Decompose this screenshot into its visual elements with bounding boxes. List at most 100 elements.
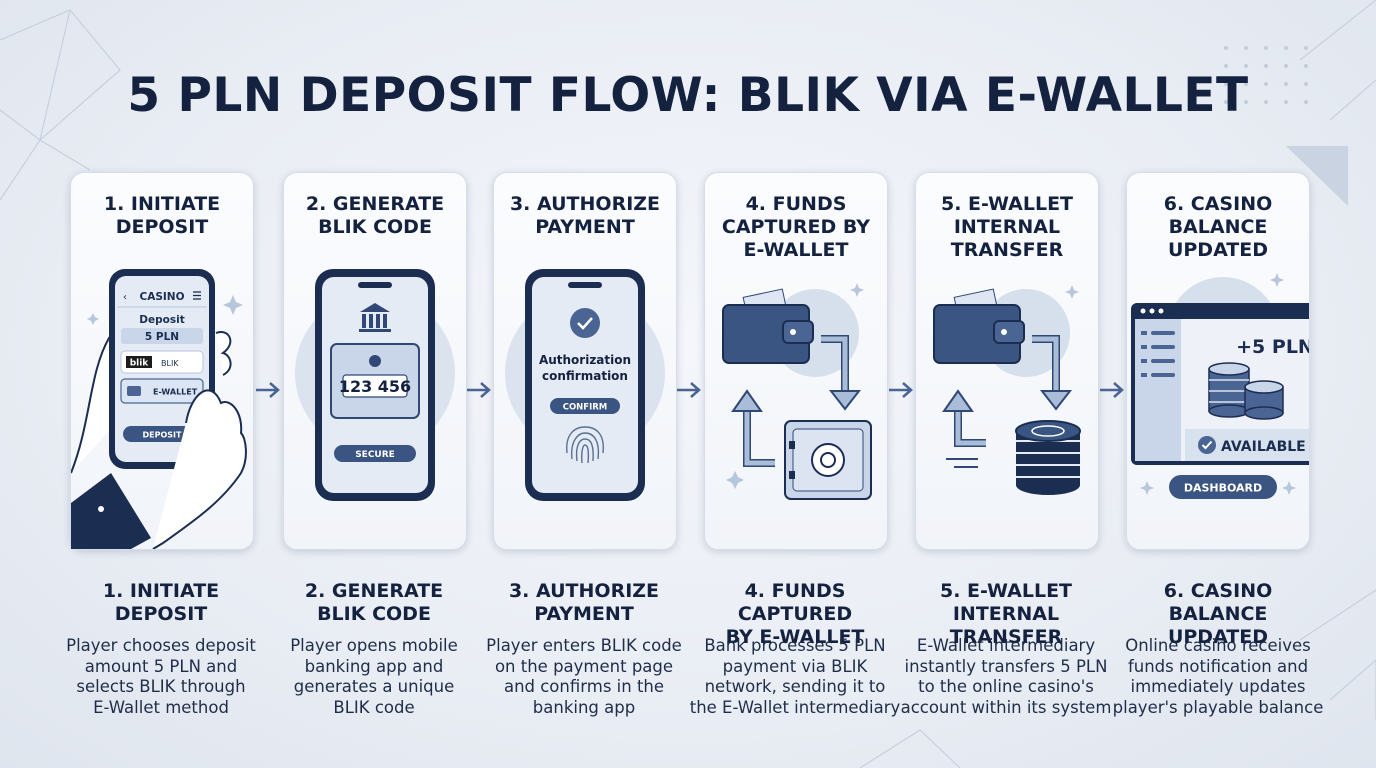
card-title-line: 1. INITIATE bbox=[103, 193, 221, 215]
flow-arrow-icon bbox=[256, 382, 280, 398]
svg-text:‹: ‹ bbox=[123, 292, 127, 303]
step-desc-6: Online casino receives funds notificatio… bbox=[1111, 636, 1325, 718]
card-title-line: 3. AUTHORIZE bbox=[509, 193, 661, 215]
step-title-line: 1. INITIATE DEPOSIT bbox=[102, 580, 220, 625]
deposit-button-label: DEPOSIT bbox=[143, 431, 183, 440]
casino-chips-icon bbox=[1015, 420, 1081, 495]
flow-arrow-icon bbox=[677, 382, 701, 398]
menu-icon[interactable] bbox=[193, 291, 201, 300]
sidebar bbox=[1135, 319, 1181, 461]
step-desc-line: BLIK code bbox=[333, 697, 415, 717]
step-desc-line: Player opens mobile bbox=[290, 636, 458, 655]
step-title-2: 2. GENERATE BLIK CODE bbox=[269, 580, 479, 626]
step-title-line: BY E-WALLET bbox=[725, 626, 865, 648]
step-desc-4: Bank processes 5 PLN payment via BLIK ne… bbox=[688, 636, 902, 718]
step-card-2: 2. GENERATE BLIK CODE 123 456 SECURE bbox=[283, 172, 467, 550]
sparkle-icon bbox=[1065, 285, 1079, 299]
fingerprint-icon bbox=[566, 426, 604, 464]
card-title-line: PAYMENT bbox=[535, 216, 635, 238]
card-title-line: INTERNAL bbox=[953, 216, 1061, 238]
step-desc-line: banking app and bbox=[304, 656, 444, 676]
page-title: 5 PLN DEPOSIT FLOW: BLIK VIA E-WALLET bbox=[127, 68, 1249, 123]
card-title-3: 3. AUTHORIZE PAYMENT bbox=[494, 193, 676, 239]
wallet-to-chips-illustration bbox=[933, 285, 1081, 495]
ewallet-option-label: E-WALLET bbox=[153, 388, 198, 397]
step-title-4: 4. FUNDS CAPTURED BY E-WALLET bbox=[690, 580, 900, 649]
coins-icon bbox=[1208, 362, 1284, 420]
step-desc-line: account within its system bbox=[900, 697, 1112, 717]
card-title-line: UPDATED bbox=[1167, 239, 1269, 261]
step-title-line: BLIK CODE bbox=[317, 603, 431, 625]
wallet-icon bbox=[722, 288, 814, 364]
blik-logo: blik bbox=[130, 359, 150, 369]
phone-authorize-illustration: Authorization confirmation CONFIRM bbox=[505, 269, 665, 501]
wallet-to-safe-illustration bbox=[722, 283, 872, 500]
step-card-6: 6. CASINO BALANCE UPDATED +5 PLN AVA bbox=[1126, 172, 1310, 550]
step-desc-line: player's playable balance bbox=[1112, 697, 1324, 717]
sparkle-icon bbox=[87, 295, 243, 325]
card-title-line: DEPOSIT bbox=[115, 216, 209, 238]
step-title-3: 3. AUTHORIZE PAYMENT bbox=[479, 580, 689, 626]
card-title-line: 4. FUNDS bbox=[745, 193, 847, 215]
step-desc-line: amount 5 PLN and bbox=[84, 656, 238, 676]
step-desc-line: Online casino receives bbox=[1125, 636, 1311, 655]
phone-deposit-illustration: ‹ CASINO Deposit 5 PLN blik BLIK E-WALLE… bbox=[71, 269, 247, 549]
flow-arrow-icon bbox=[1100, 382, 1124, 398]
step-desc-line: immediately updates bbox=[1130, 677, 1306, 696]
dashboard-button[interactable] bbox=[1169, 475, 1277, 499]
deposit-label: Deposit bbox=[139, 314, 184, 326]
bank-icon bbox=[359, 303, 391, 332]
dashboard-button-label: DASHBOARD bbox=[1184, 482, 1262, 495]
step-title-line: 2. GENERATE bbox=[304, 580, 444, 602]
card-title-line: E-WALLET bbox=[743, 239, 849, 261]
step-desc-line: the E-Wallet intermediary bbox=[689, 697, 901, 717]
authorization-text-line1: Authorization bbox=[539, 353, 631, 367]
step-title-6: 6. CASINO BALANCE UPDATED bbox=[1113, 580, 1323, 649]
card-title-line: 2. GENERATE bbox=[305, 193, 445, 215]
step-desc-line: to the online casino's bbox=[918, 677, 1094, 696]
step-title-line: 6. CASINO BALANCE bbox=[1163, 580, 1273, 625]
step-title-line: 5. E-WALLET bbox=[939, 580, 1073, 602]
step-desc-line: E-Wallet method bbox=[93, 697, 229, 717]
step-desc-5: E-Wallet intermediary instantly transfer… bbox=[899, 636, 1113, 718]
wallet-icon bbox=[933, 288, 1025, 364]
card-title-line: BLIK CODE bbox=[318, 216, 432, 238]
card-title-1: 1. INITIATE DEPOSIT bbox=[71, 193, 253, 239]
step-card-1: 1. INITIATE DEPOSIT ‹ CASINO Deposit 5 P… bbox=[70, 172, 254, 550]
blik-code: 123 456 bbox=[339, 377, 411, 396]
phone-blik-code-illustration: 123 456 SECURE bbox=[295, 269, 455, 501]
step-desc-2: Player opens mobile banking app and gene… bbox=[267, 636, 481, 718]
step-title-line: 4. FUNDS CAPTURED bbox=[737, 580, 853, 625]
deposit-button[interactable] bbox=[123, 426, 201, 442]
balance-increase: +5 PLN bbox=[1236, 336, 1309, 358]
card-title-5: 5. E-WALLET INTERNAL TRANSFER bbox=[916, 193, 1098, 262]
step-title-1: 1. INITIATE DEPOSIT bbox=[56, 580, 266, 626]
authorization-text-line2: confirmation bbox=[542, 369, 628, 383]
secure-button-label: SECURE bbox=[355, 450, 395, 460]
step-card-5: 5. E-WALLET INTERNAL TRANSFER bbox=[915, 172, 1099, 550]
step-desc-line: funds notification and bbox=[1127, 656, 1309, 676]
card-title-4: 4. FUNDS CAPTURED BY E-WALLET bbox=[705, 193, 887, 262]
confirm-button[interactable] bbox=[550, 398, 620, 414]
card-title-2: 2. GENERATE BLIK CODE bbox=[284, 193, 466, 239]
card-title-line: 5. E-WALLET bbox=[940, 193, 1074, 215]
card-title-line: BALANCE bbox=[1168, 216, 1268, 238]
step-title-5: 5. E-WALLET INTERNAL TRANSFER bbox=[901, 580, 1111, 649]
confirm-button-label: CONFIRM bbox=[563, 403, 608, 413]
secure-button[interactable] bbox=[334, 445, 416, 462]
casino-dashboard-illustration: +5 PLN AVAILABLE DASHBOARD bbox=[1131, 273, 1309, 499]
step-desc-line: network, sending it to bbox=[704, 677, 886, 696]
step-desc-1: Player chooses deposit amount 5 PLN and … bbox=[54, 636, 268, 718]
step-desc-line: instantly transfers 5 PLN bbox=[904, 656, 1108, 676]
casino-header: CASINO bbox=[139, 291, 184, 303]
available-status: AVAILABLE bbox=[1221, 439, 1306, 455]
step-desc-line: banking app bbox=[532, 697, 636, 717]
step-card-3: 3. AUTHORIZE PAYMENT Authorization confi… bbox=[493, 172, 677, 550]
wallet-icon bbox=[127, 386, 141, 396]
step-card-4: 4. FUNDS CAPTURED BY E-WALLET bbox=[704, 172, 888, 550]
step-desc-3: Player enters BLIK code on the payment p… bbox=[477, 636, 691, 718]
card-title-6: 6. CASINO BALANCE UPDATED bbox=[1127, 193, 1309, 262]
card-title-line: TRANSFER bbox=[950, 239, 1064, 261]
step-title-line: 3. AUTHORIZE bbox=[508, 580, 660, 602]
safe-icon bbox=[784, 420, 872, 500]
